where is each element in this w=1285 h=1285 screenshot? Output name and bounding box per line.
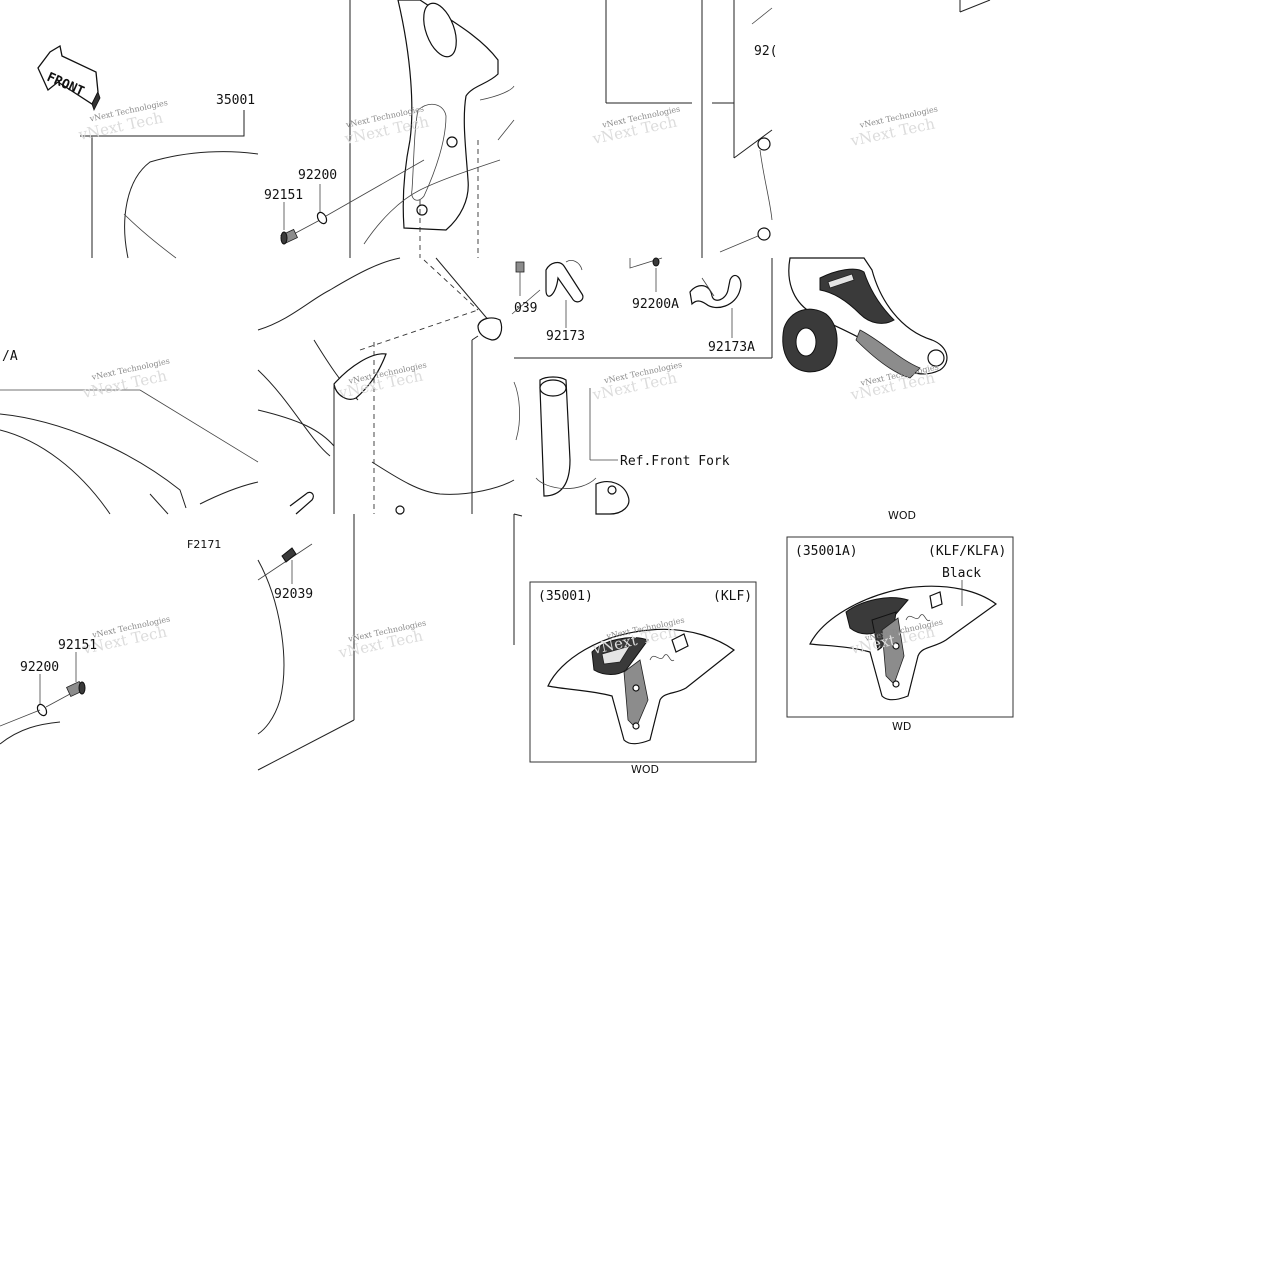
small-bolt-039: [511, 261, 541, 315]
fender-bottom-left: [0, 389, 285, 745]
variant-box-klfa: [786, 536, 1014, 718]
variant-klfa-caption: WD: [892, 720, 911, 733]
label-ref-front-fork: Ref.Front Fork: [620, 454, 730, 469]
front-arrow-icon: FRONT: [37, 44, 101, 112]
label-92200-top: 92200: [298, 168, 337, 183]
fender-outline-topleft: [80, 110, 259, 259]
upper-right-sketch: [719, 7, 773, 253]
variant-klf-model: (KLF): [713, 589, 752, 604]
washer-92200a: [629, 257, 663, 292]
clip-bracket-92173a: [689, 275, 742, 338]
bolt-assembly-top: [280, 159, 425, 245]
label-92200-bottom: 92200: [20, 660, 59, 675]
label-039-partial: 039: [514, 301, 537, 316]
fork-bracket-drawing: [363, 0, 515, 258]
label-a-partial: /A: [2, 349, 18, 364]
figure-code: F2171: [187, 538, 221, 551]
pin-92039: [257, 543, 313, 584]
label-35001: 35001: [216, 93, 255, 108]
brake-caliper-drawing: [782, 257, 948, 379]
fender-klfa-illustration: [809, 580, 998, 701]
label-920-partial: 92(: [754, 44, 777, 59]
clip-bracket-92173: [545, 260, 584, 328]
variant-klfa-model: (KLF/KLFA): [928, 544, 1006, 559]
label-92039: 92039: [274, 587, 313, 602]
front-fork-drawing: [513, 376, 630, 515]
region-frames: [257, 0, 991, 771]
fender-klf-illustration: [547, 628, 735, 745]
label-92151-top: 92151: [264, 188, 303, 203]
label-92173: 92173: [546, 329, 585, 344]
variant-box-klf: [529, 581, 757, 763]
variant-klfa-part: (35001A): [795, 544, 858, 559]
part-labels: 35001 92200 92151 92( 039 92173 92200A 9…: [2, 44, 1006, 776]
variant-klf-part: (35001): [538, 589, 593, 604]
label-92173a: 92173A: [708, 340, 755, 355]
bolt-assembly-bottom: [0, 652, 86, 727]
label-92200a: 92200A: [632, 297, 679, 312]
label-92151-bottom: 92151: [58, 638, 97, 653]
partial-caption: WOD: [888, 509, 916, 522]
variant-klfa-color: Black: [942, 566, 981, 581]
variant-klf-caption: WOD: [631, 763, 659, 776]
fender-side-view: [257, 257, 515, 515]
